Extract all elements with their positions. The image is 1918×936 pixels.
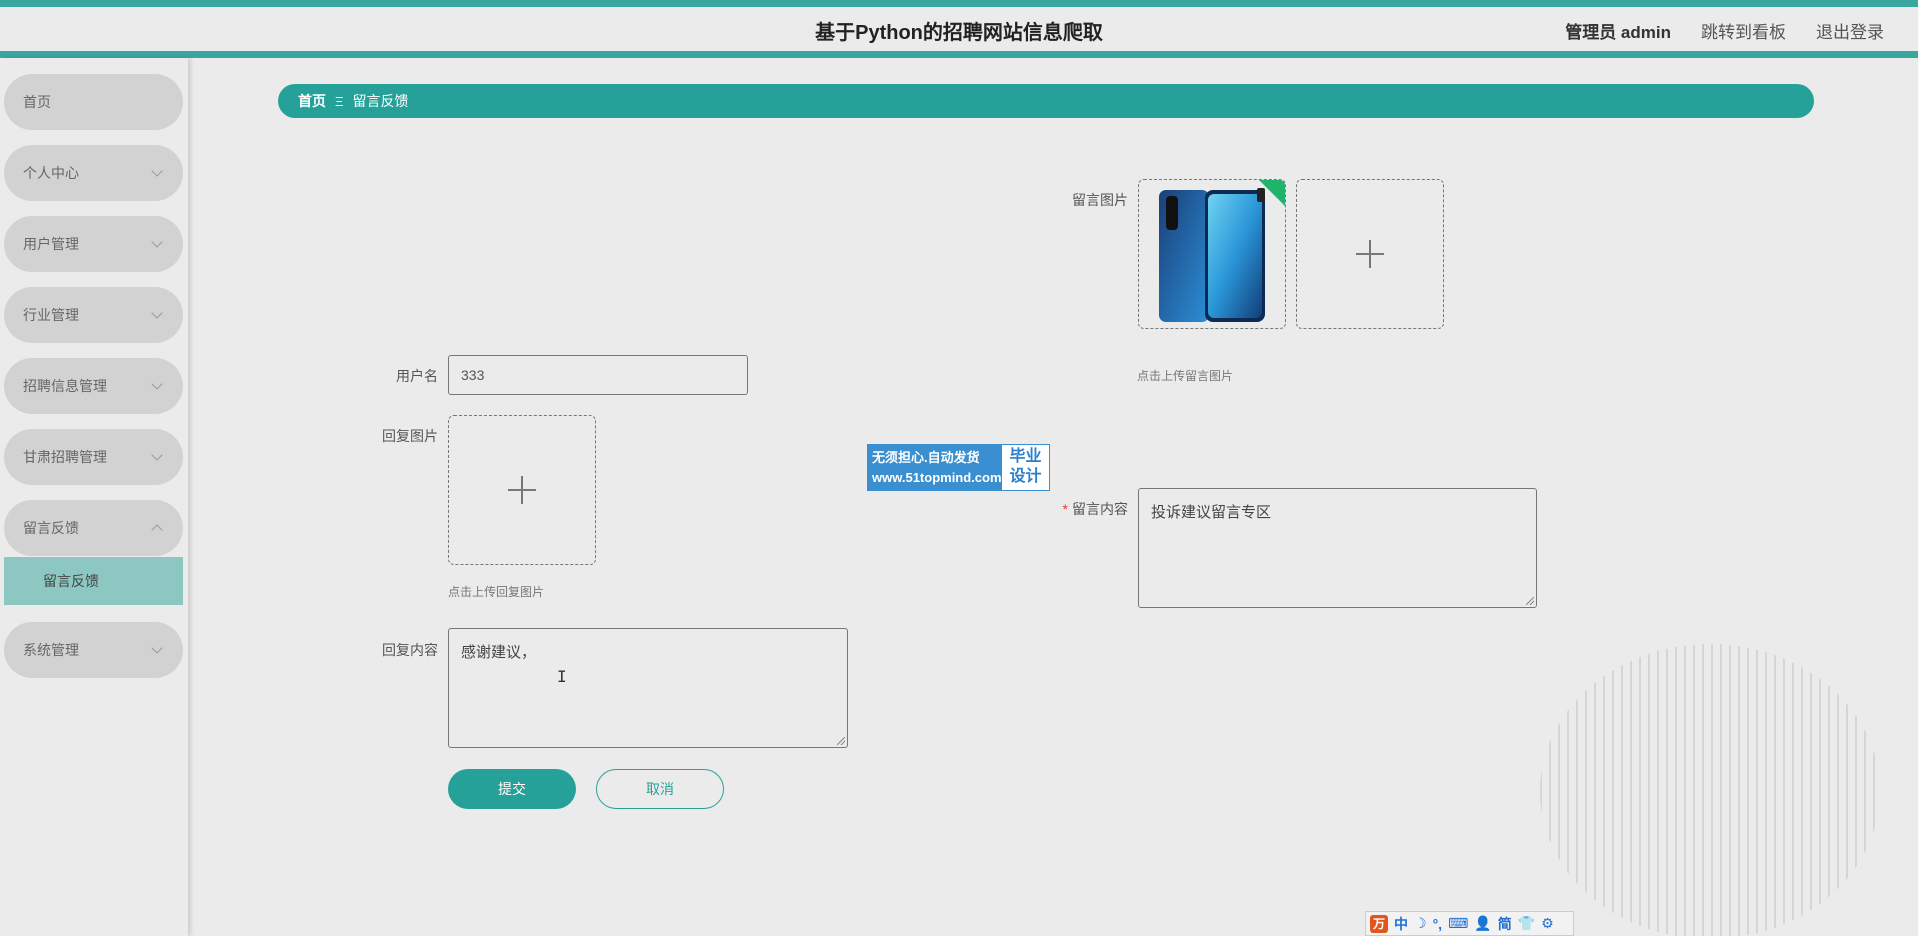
reply-content-textarea[interactable]: 感谢建议， xyxy=(448,628,848,748)
sidebar-item-label: 系统管理 xyxy=(23,642,79,658)
plus-icon xyxy=(508,476,536,504)
ime-moon-icon[interactable]: ☽ xyxy=(1414,915,1427,931)
message-image-upload-button[interactable] xyxy=(1296,179,1444,329)
submit-button[interactable]: 提交 xyxy=(448,769,576,809)
text-cursor-icon: I xyxy=(557,667,567,686)
sidebar-item-recruitment-management[interactable]: 招聘信息管理 xyxy=(4,358,183,414)
chevron-down-icon xyxy=(151,642,163,654)
chevron-down-icon xyxy=(151,449,163,461)
message-content-label: *留言内容 xyxy=(1008,499,1128,519)
message-image-preview[interactable] xyxy=(1138,179,1286,329)
breadcrumb-home[interactable]: 首页 xyxy=(298,93,326,109)
reply-content-label: 回复内容 xyxy=(382,642,438,658)
ime-toolbar: 万 中 ☽ °, ⌨ 👤 简 👕 ⚙ xyxy=(1365,911,1574,936)
admin-label: 管理员 admin xyxy=(1565,23,1671,42)
watermark-line1: 无须担心.自动发货 xyxy=(872,450,980,465)
message-content-textarea[interactable]: 投诉建议留言专区 xyxy=(1138,488,1537,608)
watermark-badge: 无须担心.自动发货 www.51topmind.com 毕业 设计 xyxy=(867,444,1050,491)
plus-icon xyxy=(1356,240,1384,268)
sidebar-item-user-management[interactable]: 用户管理 xyxy=(4,216,183,272)
ime-skin-icon[interactable]: 👕 xyxy=(1517,915,1536,931)
sidebar-item-system-management[interactable]: 系统管理 xyxy=(4,622,183,678)
resize-handle-icon[interactable] xyxy=(837,737,845,745)
reply-image-hint: 点击上传回复图片 xyxy=(448,585,545,599)
sidebar-subitem-label: 留言反馈 xyxy=(43,573,99,589)
sidebar-item-label: 甘肃招聘管理 xyxy=(23,449,107,465)
sidebar-item-label: 招聘信息管理 xyxy=(23,378,107,394)
logout-link[interactable]: 退出登录 xyxy=(1816,23,1884,42)
reply-image-upload-button[interactable] xyxy=(448,415,596,565)
required-asterisk: * xyxy=(1062,501,1068,517)
watermark-line2: www.51topmind.com xyxy=(872,470,1002,485)
dashboard-link[interactable]: 跳转到看板 xyxy=(1701,23,1786,42)
ime-punctuation-icon[interactable]: °, xyxy=(1432,915,1443,932)
app-title: 基于Python的招聘网站信息爬取 xyxy=(815,22,1103,44)
ime-settings-icon[interactable]: ⚙ xyxy=(1541,915,1554,931)
sidebar-item-label: 首页 xyxy=(23,94,51,110)
sidebar-item-feedback[interactable]: 留言反馈 xyxy=(4,500,183,556)
sidebar-item-label: 留言反馈 xyxy=(23,520,79,536)
ime-simplified-icon[interactable]: 简 xyxy=(1497,915,1512,932)
decorative-striped-circle xyxy=(1540,644,1880,936)
watermark-tag: 毕业 设计 xyxy=(1002,445,1049,490)
chevron-down-icon xyxy=(151,307,163,319)
sidebar-item-gansu-recruitment[interactable]: 甘肃招聘管理 xyxy=(4,429,183,485)
ime-logo-icon[interactable]: 万 xyxy=(1370,914,1388,933)
sidebar-item-home[interactable]: 首页 xyxy=(4,74,183,130)
header-top-stripe xyxy=(0,0,1918,7)
username-input[interactable]: 333 xyxy=(448,355,748,395)
ime-chinese-mode-icon[interactable]: 中 xyxy=(1394,915,1408,932)
cancel-button[interactable]: 取消 xyxy=(596,769,724,809)
chevron-down-icon xyxy=(151,378,163,390)
message-image-label: 留言图片 xyxy=(1072,192,1128,208)
chevron-down-icon xyxy=(151,165,163,177)
username-label: 用户名 xyxy=(396,368,438,384)
header: 基于Python的招聘网站信息爬取 管理员 admin 跳转到看板 退出登录 xyxy=(0,7,1918,51)
message-content-label-text: 留言内容 xyxy=(1072,501,1128,517)
message-image-hint: 点击上传留言图片 xyxy=(1137,369,1234,383)
reply-image-label: 回复图片 xyxy=(382,428,438,444)
watermark-badge1: 毕业 xyxy=(1009,448,1042,465)
sidebar-item-label: 用户管理 xyxy=(23,236,79,252)
breadcrumb-separator: Ξ xyxy=(335,93,344,109)
header-actions: 管理员 admin 跳转到看板 退出登录 xyxy=(1565,18,1884,43)
breadcrumb: 首页 Ξ 留言反馈 xyxy=(278,84,1814,118)
message-content-value: 投诉建议留言专区 xyxy=(1151,503,1272,521)
sidebar-item-label: 个人中心 xyxy=(23,165,79,181)
sidebar-item-label: 行业管理 xyxy=(23,307,79,323)
ime-user-icon[interactable]: 👤 xyxy=(1474,915,1492,931)
breadcrumb-current: 留言反馈 xyxy=(352,93,409,109)
chevron-up-icon xyxy=(151,524,163,536)
resize-handle-icon[interactable] xyxy=(1526,597,1534,605)
sidebar-item-industry-management[interactable]: 行业管理 xyxy=(4,287,183,343)
reply-content-value: 感谢建议， xyxy=(461,643,537,661)
watermark-text: 无须担心.自动发货 www.51topmind.com xyxy=(868,445,1002,490)
sidebar-subitem-feedback[interactable]: 留言反馈 xyxy=(4,557,183,605)
sidebar-item-personal-center[interactable]: 个人中心 xyxy=(4,145,183,201)
chevron-down-icon xyxy=(151,236,163,248)
header-bottom-stripe xyxy=(0,51,1918,58)
phone-image xyxy=(1159,180,1285,322)
sidebar: 首页 个人中心 用户管理 行业管理 招聘信息管理 甘肃招聘管理 留言反馈 留言反… xyxy=(0,58,188,936)
watermark-badge2: 设计 xyxy=(1009,468,1042,485)
ime-keyboard-icon[interactable]: ⌨ xyxy=(1448,915,1469,931)
